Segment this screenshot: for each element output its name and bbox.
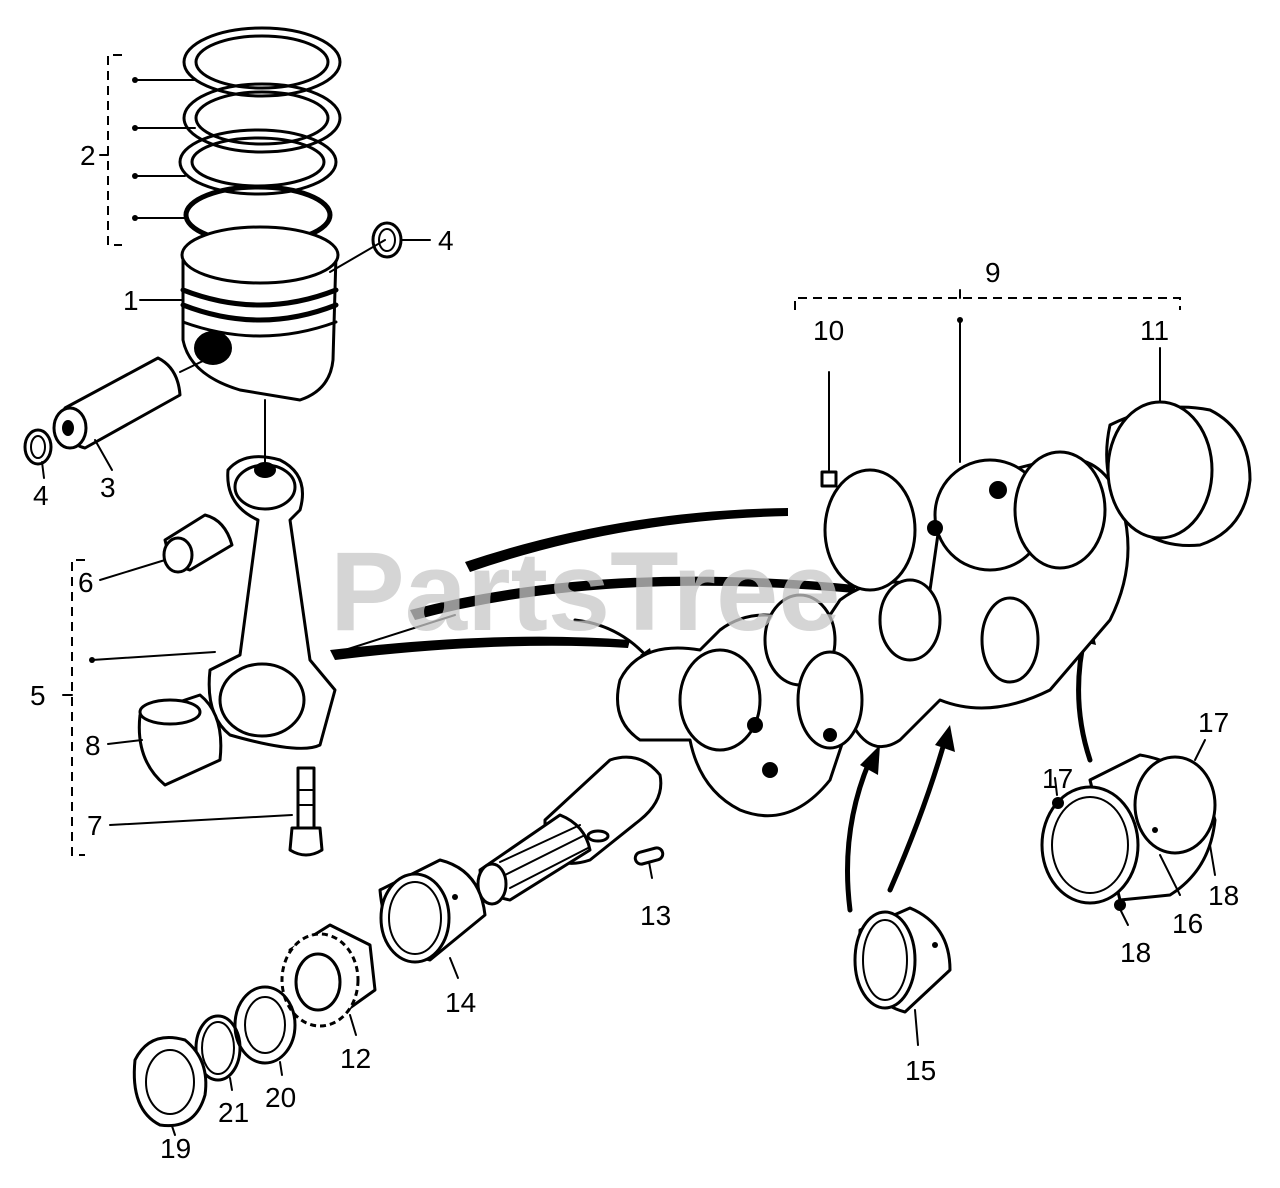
callout-8: 8	[85, 730, 101, 761]
piston-pin	[52, 356, 206, 471]
callout-14: 14	[445, 987, 476, 1018]
callout-21: 21	[218, 1097, 249, 1128]
watermark: PartsTree	[330, 529, 841, 654]
rod-bearing	[107, 693, 223, 787]
snap-rings	[23, 221, 431, 479]
callout-7: 7	[87, 810, 103, 841]
callout-17a: 17	[1042, 763, 1073, 794]
rod-bolt	[109, 766, 324, 857]
small-end-bushing	[99, 513, 234, 581]
callout-4b: 4	[33, 480, 49, 511]
callout-3: 3	[100, 472, 116, 503]
callout-11: 11	[1140, 315, 1169, 346]
collar	[132, 1036, 208, 1136]
piston	[139, 225, 386, 402]
callout-15: 15	[905, 1055, 936, 1086]
gear	[280, 923, 377, 1036]
thrust-washer	[233, 985, 297, 1076]
retaining-ring	[194, 1014, 242, 1091]
callout-20: 20	[265, 1082, 296, 1113]
callout-4a: 4	[438, 225, 454, 256]
callout-1: 1	[123, 285, 139, 316]
callout-18b: 18	[1208, 880, 1239, 911]
callout-labels: 2 4 1 4 3 6 5 8 7 9 10 11 13 14 12 20 21…	[30, 140, 1239, 1164]
callout-16: 16	[1172, 908, 1203, 939]
callout-2: 2	[80, 140, 96, 171]
callout-17b: 17	[1198, 707, 1229, 738]
callout-10: 10	[813, 315, 844, 346]
callout-6: 6	[78, 567, 94, 598]
callout-13: 13	[640, 900, 671, 931]
piston-rings	[99, 26, 342, 246]
callout-9: 9	[985, 257, 1001, 288]
callout-12: 12	[340, 1043, 371, 1074]
center-bearing	[853, 906, 952, 1046]
key	[633, 846, 665, 879]
crankshaft	[476, 289, 1181, 906]
callout-5: 5	[30, 680, 46, 711]
callout-18a: 18	[1120, 937, 1151, 968]
front-bearing	[378, 858, 487, 979]
main-bearing-rear	[1105, 347, 1252, 548]
connecting-rod	[62, 399, 337, 856]
rear-main-bearing-assembly	[1040, 739, 1217, 926]
callout-19: 19	[160, 1133, 191, 1164]
